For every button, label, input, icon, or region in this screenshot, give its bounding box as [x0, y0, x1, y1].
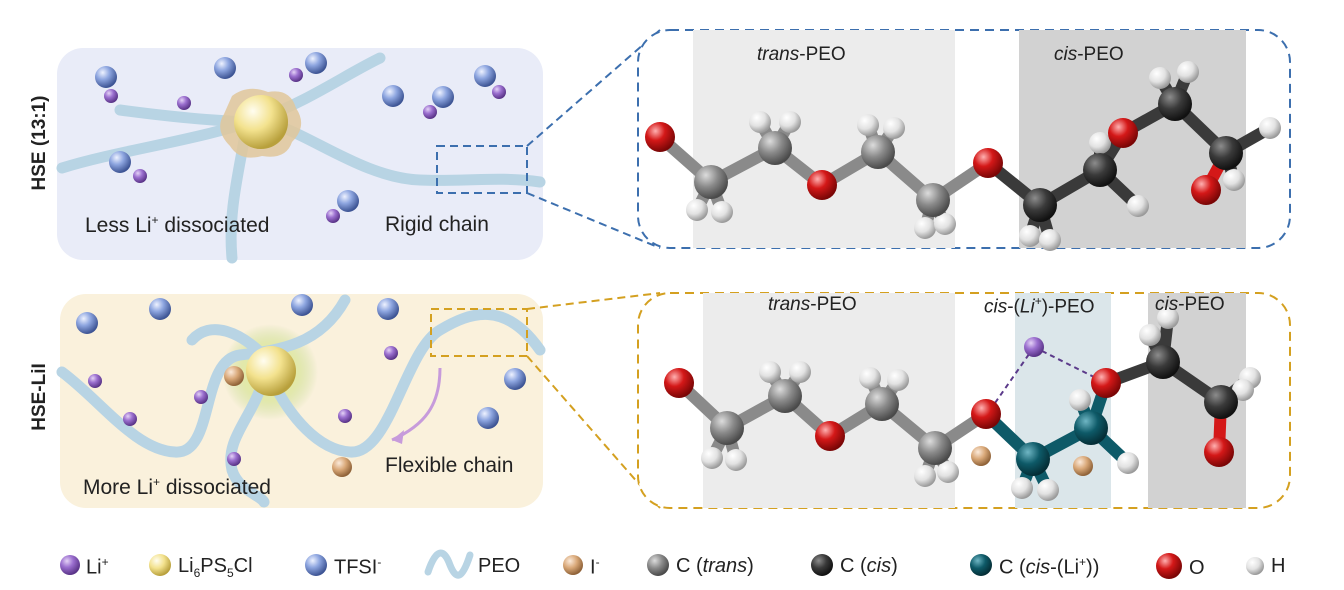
top-side-label: HSE (13:1) [29, 95, 50, 191]
top-left-caption: Less Li+ dissociated [85, 213, 270, 237]
legend-c-cis-li-icon [970, 554, 992, 576]
top-trans-peo-label: trans-PEO [757, 44, 846, 65]
bottom-ions [76, 294, 526, 477]
bottom-atoms [664, 307, 1261, 501]
legend-c-cis-li-label: C (cis-(Li+)) [999, 555, 1100, 579]
top-trans-region [693, 30, 955, 248]
legend-peo-label: PEO [478, 555, 521, 577]
legend-iodide-label: I- [590, 555, 600, 579]
bottom-cis-peo-label: cis-PEO [1155, 294, 1225, 315]
legend-ps-label: Li6PS5Cl [178, 555, 253, 580]
legend-c-trans-label: C (trans) [676, 555, 754, 577]
legend-li-label: Li+ [86, 555, 109, 579]
legend-tfsi-label: TFSI- [334, 555, 382, 579]
legend-peo-icon [424, 549, 474, 579]
legend-li-icon [60, 555, 80, 575]
bottom-right-caption: Flexible chain [385, 454, 514, 477]
legend-iodide-icon [563, 555, 583, 575]
top-cis-peo-label: cis-PEO [1054, 44, 1124, 65]
bottom-peo-chains [56, 294, 546, 508]
bottom-side-label: HSE-LiI [29, 363, 50, 431]
top-zoom-box [436, 145, 528, 194]
legend-ps-icon [149, 554, 171, 576]
top-ions [95, 52, 506, 223]
legend-oxygen-label: O [1189, 557, 1205, 579]
legend-c-trans-icon [647, 554, 669, 576]
legend-hydrogen-label: H [1271, 555, 1286, 577]
bottom-zoom-box [430, 308, 528, 357]
legend-tfsi-icon [305, 554, 327, 576]
legend-oxygen-icon [1156, 553, 1182, 579]
top-right-caption: Rigid chain [385, 213, 489, 236]
bottom-trans-region [703, 293, 955, 508]
legend-c-cis-label: C (cis) [840, 555, 898, 577]
legend-c-cis-icon [811, 554, 833, 576]
legend-hydrogen-icon [1246, 557, 1264, 575]
top-li6ps5cl-particle [234, 95, 288, 149]
top-atoms [645, 61, 1281, 251]
bottom-trans-peo-label: trans-PEO [768, 294, 857, 315]
bottom-li6ps5cl-particle [246, 346, 296, 396]
bottom-left-caption: More Li+ dissociated [83, 475, 271, 499]
legend-icons [60, 549, 1264, 579]
bottom-cis-li-peo-label: cis-(Li+)-PEO [984, 294, 1095, 318]
